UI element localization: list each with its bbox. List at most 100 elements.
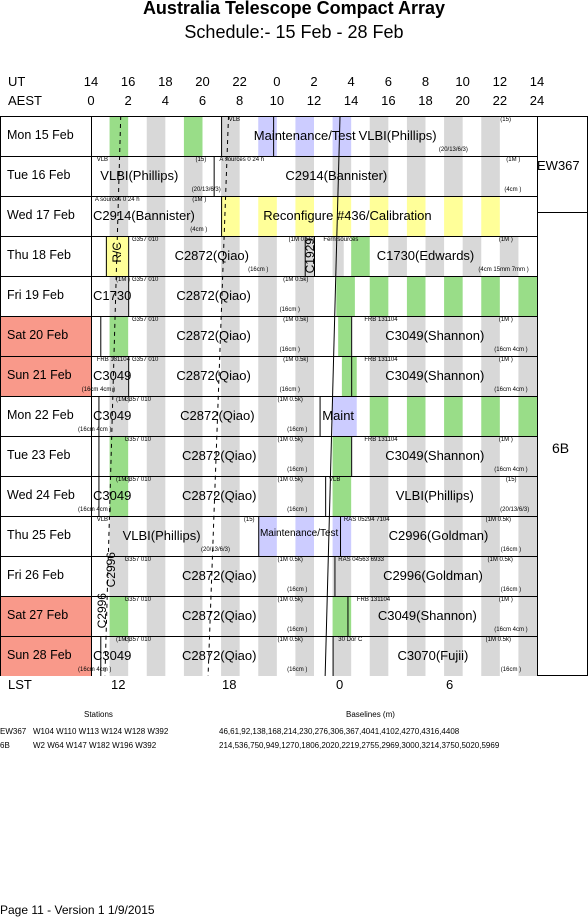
block-bandwidth: (1M ) [116, 477, 131, 483]
block-receiver: (20/13/6/3) [500, 507, 530, 513]
stripe-gray [109, 556, 129, 596]
block-title: C3049 [93, 368, 132, 383]
block-bandwidth: (1M 0.5k) [283, 277, 309, 283]
stripe-yellow [406, 196, 426, 236]
vertical-label-c2996-b: C2996 [95, 593, 109, 629]
stripe-gray [109, 196, 129, 236]
stripe-gray [221, 636, 240, 676]
block-source: FRB 131104 [356, 597, 391, 603]
stripe-gray [146, 596, 166, 636]
aest-tick: 22 [492, 93, 508, 108]
block-title: C3049 [93, 648, 132, 663]
block-title: Maint [322, 408, 355, 423]
stripe-gray [221, 156, 240, 196]
block-title: C2872(Qiao) [176, 288, 251, 303]
day-label: Mon 22 Feb [7, 408, 74, 422]
stripe-gray [221, 116, 240, 156]
ut-tick: 14 [529, 74, 545, 89]
stripe-gray [518, 476, 537, 516]
stripe-gray [295, 236, 314, 276]
stripe-lavender [258, 516, 277, 556]
block-bandwidth: (1M 0.5k) [288, 237, 314, 243]
block-title: C2872(Qiao) [176, 328, 251, 343]
stripe-lavender [295, 516, 314, 556]
block-bandwidth: (15) [505, 477, 517, 483]
block-source: G357 010 [132, 357, 159, 363]
stripe-gray [258, 236, 277, 276]
stripe-gray [258, 356, 277, 396]
block-source: G357 010 [124, 637, 151, 643]
stripe-gray [109, 516, 129, 556]
day-label: Mon 15 Feb [7, 128, 74, 142]
block-source: VLB [96, 517, 109, 523]
stripe-gray [183, 476, 203, 516]
ut-tick: 22 [232, 74, 247, 89]
stripe-gray [146, 236, 166, 276]
block-bandwidth: (1M 0.5k) [277, 557, 303, 563]
stripe-gray [444, 636, 463, 676]
block-bandwidth: (1M 0.5k) [277, 437, 303, 443]
stripe-gray [481, 476, 500, 516]
stripe-gray [406, 116, 426, 156]
lst-tick: 12 [111, 677, 126, 692]
block-source: 30 Dor C [338, 637, 363, 643]
stripe-gray [183, 636, 203, 676]
stripe-gray [221, 516, 240, 556]
block-receiver: (16cm ) [279, 347, 300, 353]
stripe-gray [332, 636, 352, 676]
baseline-list: 214,536,750,949,1270,1806,2020,2219,2755… [219, 741, 500, 750]
stripe-lavender [258, 116, 277, 156]
stripe-gray [295, 596, 314, 636]
stripe-gray [146, 196, 166, 236]
stripe-green [481, 396, 500, 436]
stripe-gray [183, 596, 203, 636]
stripe-gray [481, 556, 500, 596]
block-title: C3049(Shannon) [385, 448, 485, 463]
stripe-green [338, 316, 352, 356]
stripe-gray [146, 636, 166, 676]
day-label: Wed 17 Feb [7, 208, 75, 222]
block-receiver: (4cm ) [504, 187, 522, 193]
stripe-gray [406, 316, 426, 356]
stripe-lavender [332, 396, 357, 436]
block-receiver: (4cm 15mm 7mm ) [478, 267, 529, 273]
ut-tick: 8 [421, 74, 430, 89]
ut-tick: 4 [347, 74, 355, 89]
stripe-gray [518, 636, 537, 676]
stripe-green [332, 596, 352, 636]
stripe-gray [369, 316, 389, 356]
stripe-gray [221, 396, 240, 436]
page-title: Australia Telescope Compact Array [142, 0, 446, 18]
block-source: G357 010 [124, 557, 151, 563]
block-bandwidth: (1M ) [498, 357, 513, 363]
block-title: C2872(Qiao) [182, 448, 257, 463]
stripe-gray [406, 596, 426, 636]
stripe-gray [183, 156, 203, 196]
block-title: C2914(Bannister) [93, 208, 195, 223]
stripe-gray [258, 476, 277, 516]
block-receiver: (16cm 4cm ) [78, 427, 112, 433]
station-list: W104 W110 W113 W124 W128 W392 [33, 727, 169, 736]
stripe-gray [183, 276, 203, 316]
lst-tick: 6 [446, 677, 454, 692]
aest-tick: 8 [236, 93, 244, 108]
stripe-gray [444, 516, 463, 556]
stripe-green [369, 276, 389, 316]
stripe-gray [146, 516, 166, 556]
day-label: Thu 25 Feb [7, 528, 71, 542]
stripe-yellow [295, 196, 314, 236]
stripe-green [109, 316, 129, 356]
block-receiver: (16cm 4cm ) [78, 507, 112, 513]
block-receiver: (16cm ) [279, 307, 300, 313]
stripe-gray [146, 276, 166, 316]
schedule-grid [0, 116, 588, 676]
stripe-gray [146, 116, 166, 156]
stripe-gray [109, 396, 129, 436]
ut-tick: 2 [310, 74, 318, 89]
aest-tick: 24 [529, 93, 545, 108]
aest-tick: 16 [381, 93, 396, 108]
block-source: RAS 04563 6933 [338, 557, 384, 563]
stripe-gray [295, 636, 314, 676]
block-bandwidth: (1M ) [498, 597, 513, 603]
stripe-gray [295, 436, 314, 476]
